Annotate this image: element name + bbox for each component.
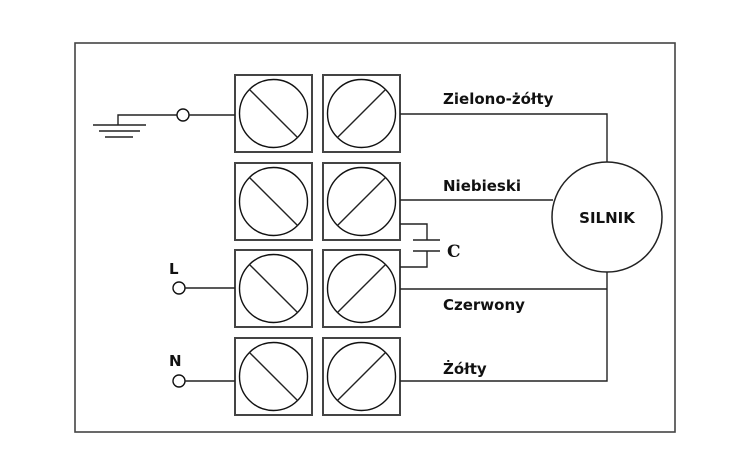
terminal-r2-c2 bbox=[322, 162, 401, 241]
input-label-n: N bbox=[169, 352, 182, 370]
terminal-r4-c1 bbox=[234, 337, 313, 416]
terminal-r3-c2 bbox=[322, 249, 401, 328]
motor-label: SILNIK bbox=[579, 209, 636, 227]
wire-green-yellow bbox=[400, 113, 608, 162]
wire-label-red: Czerwony bbox=[443, 296, 525, 314]
terminal-block bbox=[234, 74, 401, 416]
ground-icon bbox=[93, 114, 177, 138]
screw-slot bbox=[336, 176, 387, 227]
l-input-terminal bbox=[172, 281, 186, 295]
terminal-r3-c1 bbox=[234, 249, 313, 328]
screw-slot bbox=[336, 88, 387, 139]
screw-slot bbox=[248, 351, 299, 402]
terminal-r1-c1 bbox=[234, 74, 313, 153]
capacitor-symbol bbox=[400, 223, 440, 268]
screw-slot bbox=[248, 88, 299, 139]
terminal-r1-c2 bbox=[322, 74, 401, 153]
screw-slot bbox=[248, 176, 299, 227]
terminal-r4-c2 bbox=[322, 337, 401, 416]
screw-slot bbox=[248, 263, 299, 314]
wire-label-yellow: Żółty bbox=[443, 359, 487, 378]
input-label-l: L bbox=[169, 260, 179, 278]
ground-input-terminal bbox=[176, 108, 190, 122]
capacitor-label: C bbox=[447, 242, 461, 262]
wire-label-blue: Niebieski bbox=[443, 177, 521, 195]
screw-slot bbox=[336, 351, 387, 402]
diagram-frame bbox=[74, 42, 676, 433]
screw-slot bbox=[336, 263, 387, 314]
wire-label-green-yellow: Zielono-żółty bbox=[443, 90, 554, 108]
terminal-r2-c1 bbox=[234, 162, 313, 241]
wire-yellow bbox=[400, 272, 608, 382]
n-input-terminal bbox=[172, 374, 186, 388]
